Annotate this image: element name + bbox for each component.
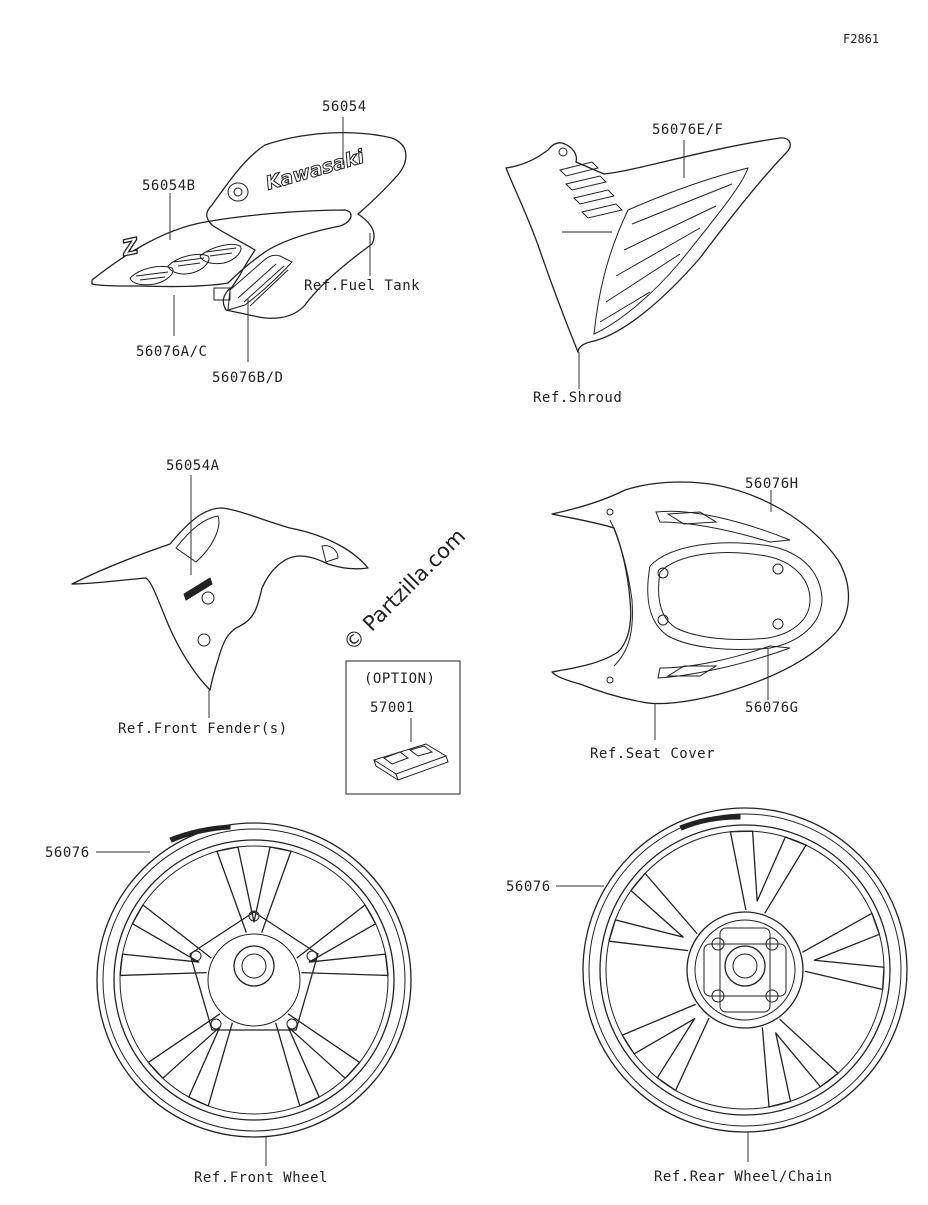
label-ref-front-fender: Ref.Front Fender(s) xyxy=(118,721,288,737)
vent-slot-3 xyxy=(199,243,242,265)
label-option: (OPTION) xyxy=(364,671,435,687)
fin-decal-tab xyxy=(213,287,231,301)
shroud-fin-decal xyxy=(593,167,749,335)
wheel-spoke xyxy=(296,904,389,977)
label-56054: 56054 xyxy=(322,99,367,115)
label-56054B: 56054B xyxy=(142,178,196,194)
side-panel-shape xyxy=(91,209,352,288)
label-ref-rear-wheel: Ref.Rear Wheel/Chain xyxy=(654,1169,833,1185)
wheel-spoke xyxy=(729,830,807,914)
label-ref-fuel-tank: Ref.Fuel Tank xyxy=(304,278,420,294)
rear-hub xyxy=(686,911,804,1029)
seat-cover-group: 56076H 56076G Ref.Seat Cover xyxy=(551,476,850,762)
seat-decal-lower xyxy=(657,645,791,679)
label-56054A: 56054A xyxy=(166,458,220,474)
label-56076H: 56076H xyxy=(745,476,799,492)
label-56076G: 56076G xyxy=(745,700,799,716)
wheel-spoke xyxy=(761,1018,839,1108)
seat-decal-upper xyxy=(655,510,791,543)
label-ref-shroud: Ref.Shroud xyxy=(533,390,622,406)
fin-decal-lower xyxy=(227,254,293,311)
front-fender-group: 56054A Ref.Front Fender(s) xyxy=(71,458,369,737)
front-wheel-group: 56076 Ref.Front Wheel xyxy=(45,822,412,1186)
label-56076-front: 56076 xyxy=(45,845,90,861)
wheel-spoke xyxy=(216,846,292,933)
label-56076BD: 56076B/D xyxy=(212,370,283,386)
figure-id: F2861 xyxy=(843,32,879,46)
partzilla-watermark: © Partzilla.com xyxy=(339,524,471,656)
label-56076EF: 56076E/F xyxy=(652,122,723,138)
vent-slot-1 xyxy=(129,265,174,286)
label-ref-front-wheel: Ref.Front Wheel xyxy=(194,1170,328,1186)
wheel-spoke xyxy=(802,912,885,991)
wheel-spoke xyxy=(119,904,212,977)
seat-cover-shape xyxy=(551,481,850,705)
shroud-shape xyxy=(505,137,791,353)
wheel-spoke xyxy=(621,1003,710,1092)
rear-wheel-group: 56076 Ref.Rear Wheel/Chain xyxy=(506,807,908,1185)
wheel-spoke xyxy=(608,872,698,952)
kawasaki-decal: Kawasaki xyxy=(263,146,367,195)
tank-cover-bolt xyxy=(227,182,249,202)
shroud-group: 56076E/F Ref.Shroud xyxy=(505,122,791,406)
vent-slot-2 xyxy=(167,253,210,275)
front-wheel-spokes xyxy=(119,846,389,1107)
front-disc-carrier xyxy=(189,911,319,1031)
label-56076-rear: 56076 xyxy=(506,879,551,895)
rear-wheel-spokes xyxy=(608,830,885,1108)
tool-57001-icon xyxy=(372,743,449,781)
label-56076AC: 56076A/C xyxy=(136,344,207,360)
seat-opening xyxy=(647,542,823,650)
fender-shape xyxy=(71,507,369,691)
label-57001: 57001 xyxy=(370,700,415,716)
label-ref-seat-cover: Ref.Seat Cover xyxy=(590,746,715,762)
fender-decal xyxy=(183,577,213,601)
tank-cover-shape xyxy=(206,132,407,319)
option-box: (OPTION) 57001 xyxy=(345,660,461,795)
tank-cover-bolt-inner xyxy=(233,187,243,197)
fuel-tank-group: Kawasaki Z 56054 56054B 56076A/C 56076B/… xyxy=(91,99,420,386)
